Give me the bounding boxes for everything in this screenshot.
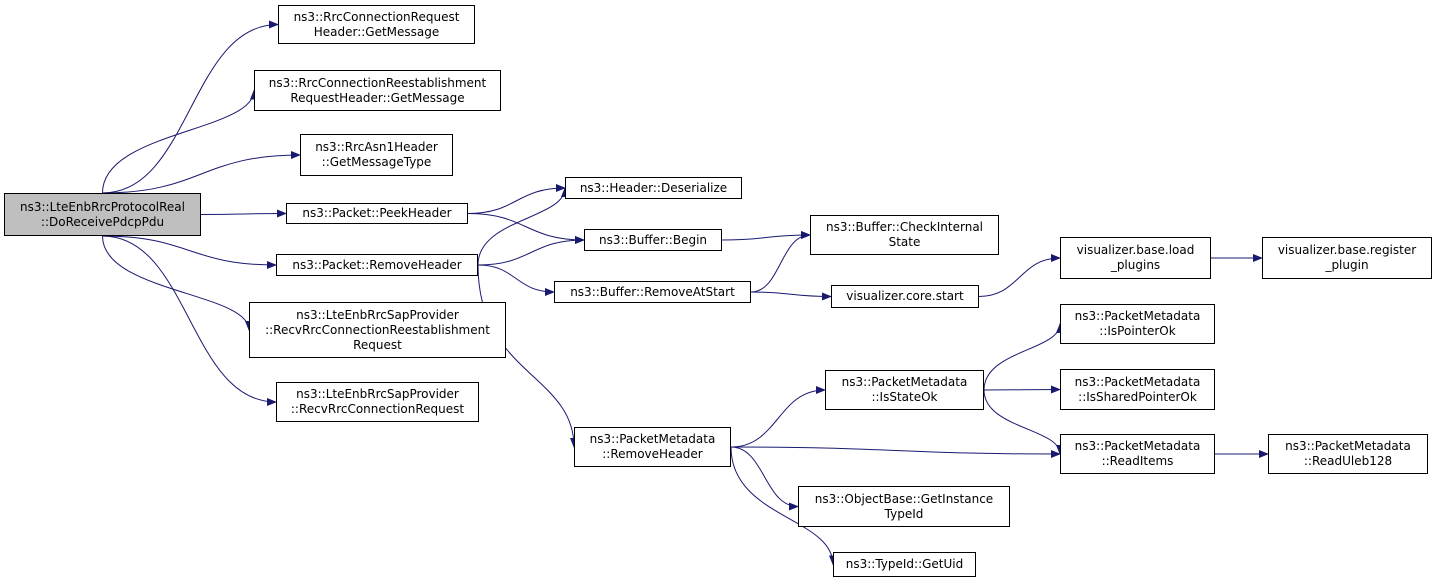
node-label-line: ns3::PacketMetadata xyxy=(1074,309,1201,323)
node-pm-readitems[interactable]: ns3::PacketMetadata::ReadItems xyxy=(1060,434,1215,474)
edge-root-to-peekheader xyxy=(200,209,287,218)
node-label-line: ns3::LteEnbRrcSapProvider xyxy=(296,387,459,401)
node-label-line: ns3::Packet::PeekHeader xyxy=(302,206,452,220)
edge-removeheader-to-pm-removeheader xyxy=(477,264,578,448)
node-label-line: _plugins xyxy=(1110,258,1161,272)
node-label-line: ns3::LteEnbRrcSapProvider xyxy=(296,307,459,322)
node-label-line: ::IsSharedPointerOk xyxy=(1078,389,1197,404)
node-pm-readuleb128[interactable]: ns3::PacketMetadata::ReadUleb128 xyxy=(1268,434,1428,474)
node-label-line: ns3::PacketMetadata xyxy=(1074,374,1201,389)
node-vis-load-plugins[interactable]: visualizer.base.load_plugins xyxy=(1060,237,1211,279)
node-vis-register-plugin[interactable]: visualizer.base.register_plugin xyxy=(1262,237,1432,279)
node-pm-ispointerok[interactable]: ns3::PacketMetadata::IsPointerOk xyxy=(1060,304,1215,344)
edge-removeheader-to-hdr-deserialize xyxy=(477,187,569,266)
node-label-line: Header::GetMessage xyxy=(313,24,440,39)
edge-buf-removeatstart-to-vis-core-start xyxy=(750,291,832,301)
node-label-line: ns3::Buffer::Begin xyxy=(598,232,708,247)
node-label-line: visualizer.core.start xyxy=(846,289,964,303)
node-label-line: ns3::PacketMetadata xyxy=(589,432,716,446)
edge-pm-isstateok-to-pm-readitems xyxy=(983,389,1064,455)
node-label-line: ::IsPointerOk xyxy=(1099,324,1176,338)
node-root[interactable]: ns3::LteEnbRrcProtocolReal::DoReceivePdc… xyxy=(4,193,201,236)
node-label-line: ::RemoveHeader xyxy=(602,447,703,461)
edge-buf-removeatstart-to-buf-checkinternal xyxy=(750,231,811,293)
edge-pm-removeheader-to-ob-getinstancetypeid xyxy=(730,446,799,511)
edge-root-to-sap-connreq xyxy=(102,235,277,406)
node-label-line: _plugin xyxy=(1325,258,1369,272)
node-removeheader[interactable]: ns3::Packet::RemoveHeader xyxy=(276,254,478,276)
edge-root-to-rrc-reest-getmsg xyxy=(102,89,258,194)
node-label-line: ns3::RrcAsn1Header xyxy=(315,140,438,154)
edge-pm-removeheader-to-pm-isstateok xyxy=(730,386,826,448)
node-label-line: ns3::TypeId::GetUid xyxy=(845,557,964,571)
edge-vis-core-start-to-vis-load-plugins xyxy=(978,254,1061,297)
edge-pm-isstateok-to-pm-ispointerok xyxy=(983,323,1064,391)
node-label-line: Request xyxy=(353,337,402,352)
node-label-line: ns3::PacketMetadata xyxy=(1074,439,1201,453)
node-label-line: ::ReadItems xyxy=(1101,454,1174,468)
node-hdr-deserialize[interactable]: ns3::Header::Deserialize xyxy=(565,177,742,199)
node-label-line: ns3::ObjectBase::GetInstance xyxy=(814,491,994,506)
edge-removeheader-to-buf-removeatstart xyxy=(477,264,555,296)
node-sap-connreq[interactable]: ns3::LteEnbRrcSapProvider::RecvRrcConnec… xyxy=(276,382,479,422)
node-label-line: State xyxy=(888,235,921,249)
edge-pm-isstateok-to-pm-issharedpointerok xyxy=(983,385,1061,394)
edge-root-to-removeheader xyxy=(102,235,277,269)
node-label-line: ns3::RrcConnectionReestablishment xyxy=(268,75,487,90)
node-sap-reest[interactable]: ns3::LteEnbRrcSapProvider::RecvRrcConnec… xyxy=(249,302,506,358)
node-label-line: ::GetMessageType xyxy=(321,155,432,169)
node-label-line: visualizer.base.register xyxy=(1277,243,1417,257)
node-asn1-getmsgtype[interactable]: ns3::RrcAsn1Header::GetMessageType xyxy=(300,134,453,176)
node-pm-removeheader[interactable]: ns3::PacketMetadata::RemoveHeader xyxy=(574,427,731,467)
node-pm-issharedpointerok[interactable]: ns3::PacketMetadata::IsSharedPointerOk xyxy=(1060,369,1215,410)
edge-root-to-rrc-conn-req-getmsg xyxy=(102,20,279,194)
node-label-line: ns3::LteEnbRrcProtocolReal xyxy=(20,199,185,214)
edge-peekheader-to-buf-begin xyxy=(467,213,585,244)
node-label-line: ns3::Packet::RemoveHeader xyxy=(292,257,462,272)
node-label-line: ns3::PacketMetadata xyxy=(841,375,968,389)
edge-peekheader-to-hdr-deserialize xyxy=(467,184,566,214)
node-label-line: TypeId xyxy=(884,506,924,521)
node-label-line: ::DoReceivePdcpPdu xyxy=(40,214,165,229)
node-peekheader[interactable]: ns3::Packet::PeekHeader xyxy=(286,203,468,224)
edge-removeheader-to-buf-begin xyxy=(477,236,585,266)
edge-root-to-sap-reest xyxy=(102,235,253,331)
edge-buf-begin-to-buf-checkinternal xyxy=(721,231,811,241)
node-label-line: ::RecvRrcConnectionReestablishment xyxy=(265,322,490,337)
node-label-line: ns3::Buffer::RemoveAtStart xyxy=(570,284,735,299)
node-label-line: visualizer.base.load xyxy=(1076,243,1195,257)
node-label-line: ns3::Header::Deserialize xyxy=(579,180,728,195)
node-vis-core-start[interactable]: visualizer.core.start xyxy=(831,285,979,308)
edge-pm-removeheader-to-pm-readitems xyxy=(730,446,1061,458)
node-label-line: ns3::RrcConnectionRequest xyxy=(293,9,460,24)
edge-root-to-asn1-getmsgtype xyxy=(102,151,301,194)
node-pm-isstateok[interactable]: ns3::PacketMetadata::IsStateOk xyxy=(825,370,984,410)
node-typeid-getuid[interactable]: ns3::TypeId::GetUid xyxy=(833,552,976,577)
node-label-line: ::ReadUleb128 xyxy=(1303,454,1393,468)
node-label-line: ::RecvRrcConnectionRequest xyxy=(290,402,465,416)
node-label-line: ::IsStateOk xyxy=(871,390,938,404)
node-buf-begin[interactable]: ns3::Buffer::Begin xyxy=(584,229,722,251)
edge-pm-removeheader-to-typeid-getuid xyxy=(730,446,837,566)
node-label-line: ns3::Buffer::CheckInternal xyxy=(825,220,984,234)
node-label-line: RequestHeader::GetMessage xyxy=(290,90,465,105)
node-buf-removeatstart[interactable]: ns3::Buffer::RemoveAtStart xyxy=(554,281,751,303)
node-label-line: ns3::PacketMetadata xyxy=(1285,439,1411,453)
